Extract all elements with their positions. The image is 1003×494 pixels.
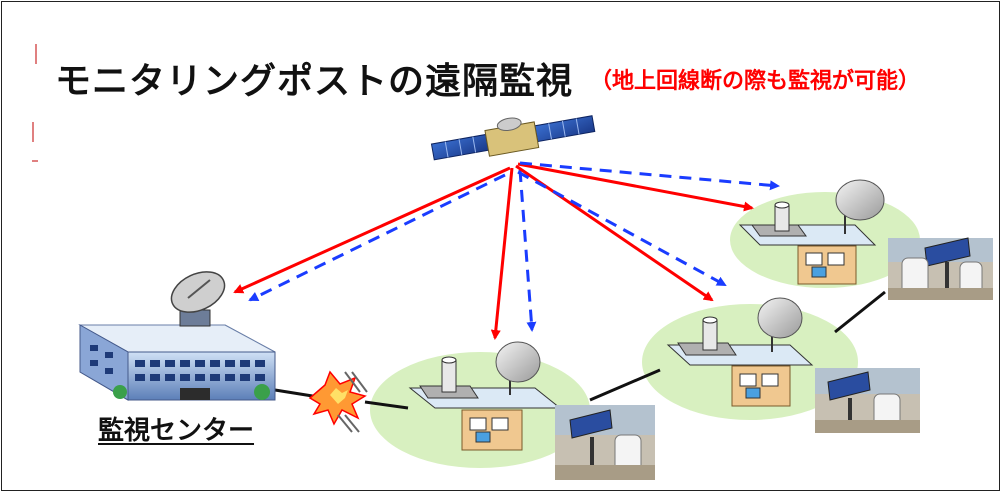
solar-panel-photo-icon (888, 237, 993, 300)
accent-mark (35, 44, 37, 64)
accent-mark (32, 160, 38, 162)
monitoring-center-label: 監視センター (98, 416, 255, 446)
accent-mark (32, 122, 34, 142)
monitoring-post-icon (408, 341, 562, 451)
uplink-downlink-arrows (233, 161, 780, 340)
monitoring-center-building-icon (78, 271, 276, 401)
monitoring-post-icon (666, 297, 814, 407)
page-subtitle: （地上回線断の際も監視が可能） (590, 69, 921, 94)
satellite-icon (430, 115, 596, 161)
solar-panel-photo-icon (815, 368, 920, 433)
line-break-icon (308, 370, 368, 433)
monitoring-post-icon (738, 179, 885, 285)
page-title: モニタリングポストの遠隔監視 (55, 61, 574, 102)
solar-panel-photo-icon (555, 405, 655, 480)
ground-lines (274, 290, 886, 410)
